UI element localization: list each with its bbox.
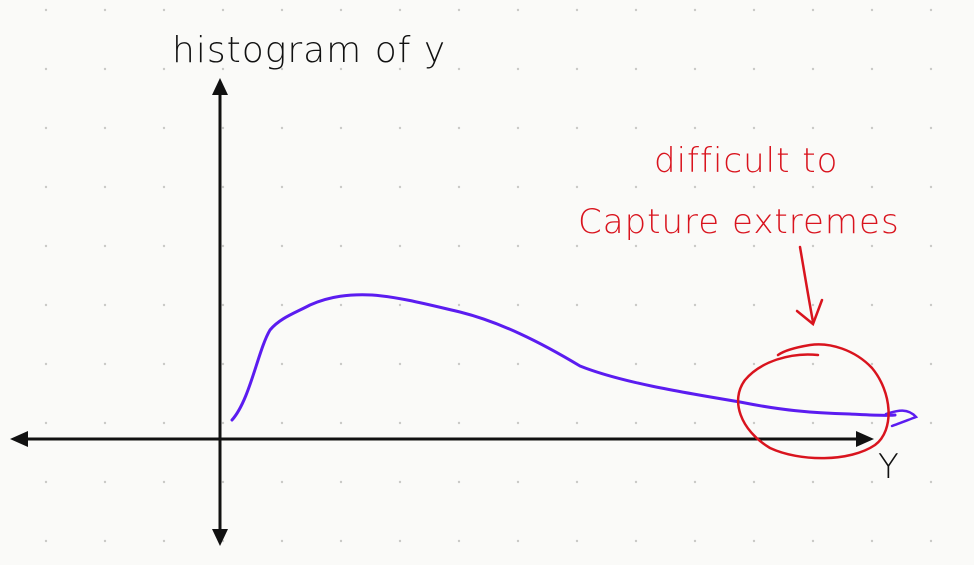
extremes-circle: [736, 343, 890, 460]
y-axis-arrow-up: [212, 78, 228, 95]
y-axis: [212, 78, 228, 546]
y-axis-arrow-down: [212, 529, 228, 546]
annotation-line-2: Capture extremes: [578, 202, 900, 242]
diagram-title: histogram of y: [172, 30, 446, 71]
distribution-curve: [230, 293, 897, 422]
x-axis-arrow-left: [10, 431, 28, 447]
x-axis-label: Y: [878, 447, 899, 487]
annotation-arrow: [795, 245, 824, 327]
annotation-line-1: difficult to: [654, 141, 838, 181]
curve-tail-scribble: [884, 409, 919, 428]
x-axis-arrow-right: [856, 431, 874, 447]
x-axis: [10, 431, 874, 447]
